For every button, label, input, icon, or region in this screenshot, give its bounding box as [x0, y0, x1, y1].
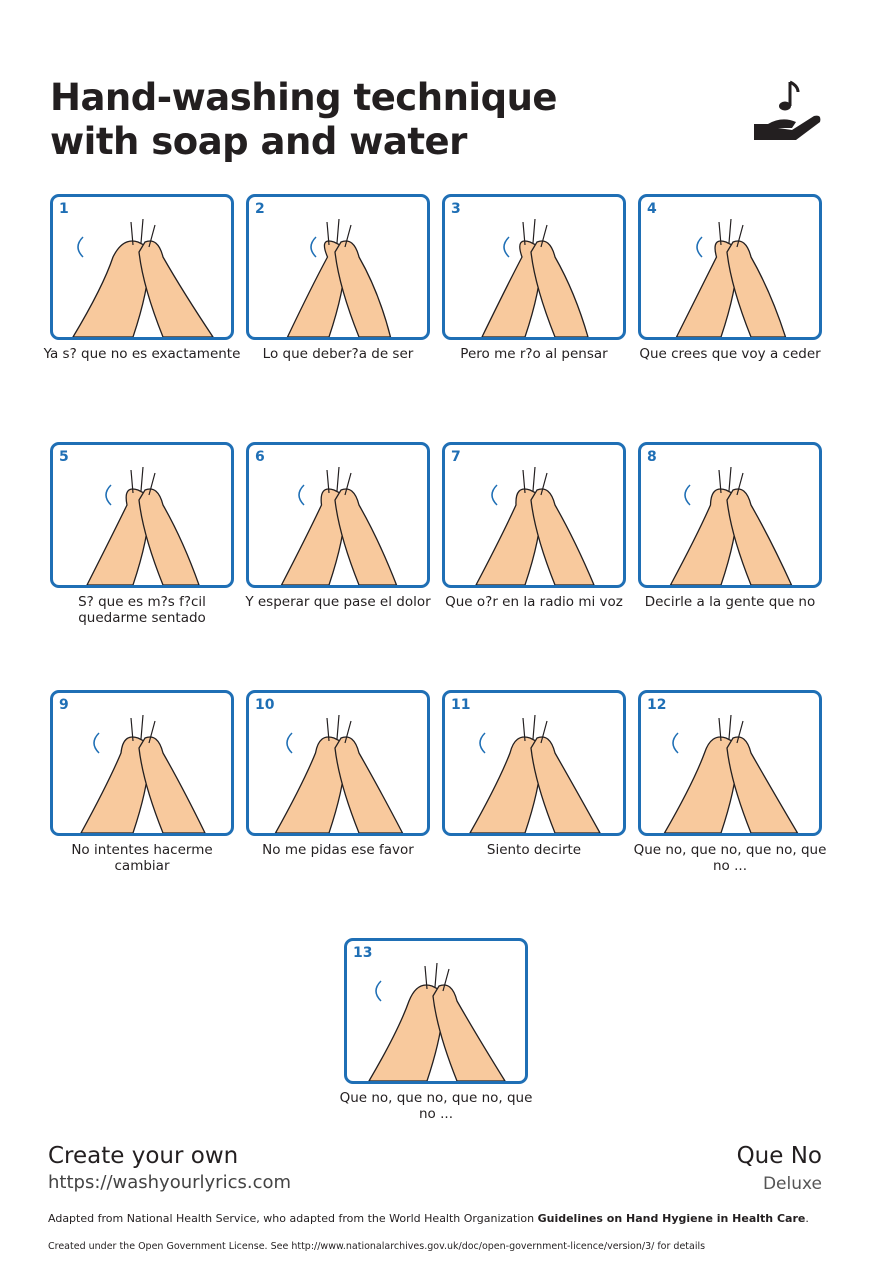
step-illustration-1: 1: [50, 194, 234, 340]
step-caption: Que no, que no, que no, que no ...: [339, 1090, 533, 1122]
step-number: 11: [451, 697, 471, 713]
song-title: Que No: [736, 1143, 822, 1169]
hands-icon: [280, 466, 398, 585]
hands-icon: [368, 962, 506, 1081]
hands-icon: [663, 714, 799, 833]
step-number: 12: [647, 697, 667, 713]
hands-icon: [80, 714, 206, 833]
step-caption: Ya s? que no es exactamente: [43, 346, 241, 362]
step-illustration-9: 9: [50, 690, 234, 836]
credit-text: Adapted from National Health Service, wh…: [48, 1212, 809, 1225]
step-number: 2: [255, 201, 265, 217]
step-caption: Siento decirte: [486, 842, 582, 858]
step-illustration-12: 12: [638, 690, 822, 836]
step-caption: Que no, que no, que no, que no ...: [633, 842, 827, 874]
step-illustration-8: 8: [638, 442, 822, 588]
step-illustration-4: 4: [638, 194, 822, 340]
step-caption: Pero me r?o al pensar: [460, 346, 608, 362]
music-hand-icon: [754, 80, 821, 140]
step-caption: No intentes hacerme cambiar: [71, 842, 213, 874]
artist-name: Deluxe: [762, 1174, 822, 1194]
step-caption: Que o?r en la radio mi voz: [445, 594, 623, 610]
step-caption: Que crees que voy a ceder: [639, 346, 821, 362]
hands-icon: [669, 466, 793, 585]
page-title: Hand-washing technique with soap and wat…: [50, 76, 558, 163]
step-illustration-6: 6: [246, 442, 430, 588]
step-illustration-13: 13: [344, 938, 528, 1084]
hands-icon: [274, 714, 404, 833]
step-number: 8: [647, 449, 657, 465]
step-number: 1: [59, 201, 69, 217]
step-number: 7: [451, 449, 461, 465]
step-illustration-7: 7: [442, 442, 626, 588]
step-number: 10: [255, 697, 275, 713]
website-link[interactable]: https://washyourlyrics.com: [48, 1172, 292, 1193]
step-caption: S? que es m?s f?cil quedarme sentado: [78, 594, 206, 626]
step-number: 5: [59, 449, 69, 465]
step-illustration-3: 3: [442, 194, 626, 340]
step-number: 4: [647, 201, 657, 217]
step-number: 9: [59, 697, 69, 713]
step-illustration-10: 10: [246, 690, 430, 836]
step-caption: Lo que deber?a de ser: [262, 346, 414, 362]
hands-icon: [481, 218, 589, 337]
step-illustration-2: 2: [246, 194, 430, 340]
step-number: 3: [451, 201, 461, 217]
step-number: 6: [255, 449, 265, 465]
hands-icon: [675, 218, 787, 337]
step-caption: Y esperar que pase el dolor: [245, 594, 431, 610]
create-your-own-heading: Create your own: [48, 1143, 239, 1169]
step-illustration-11: 11: [442, 690, 626, 836]
step-caption: Decirle a la gente que no: [644, 594, 816, 610]
hands-icon: [286, 218, 392, 337]
hands-icon: [469, 714, 601, 833]
hands-icon: [86, 466, 200, 585]
step-illustration-5: 5: [50, 442, 234, 588]
step-number: 13: [353, 945, 373, 961]
hands-icon: [475, 466, 595, 585]
license-text: Created under the Open Government Licens…: [48, 1241, 706, 1252]
hands-icon: [72, 218, 214, 337]
step-caption: No me pidas ese favor: [262, 842, 414, 858]
